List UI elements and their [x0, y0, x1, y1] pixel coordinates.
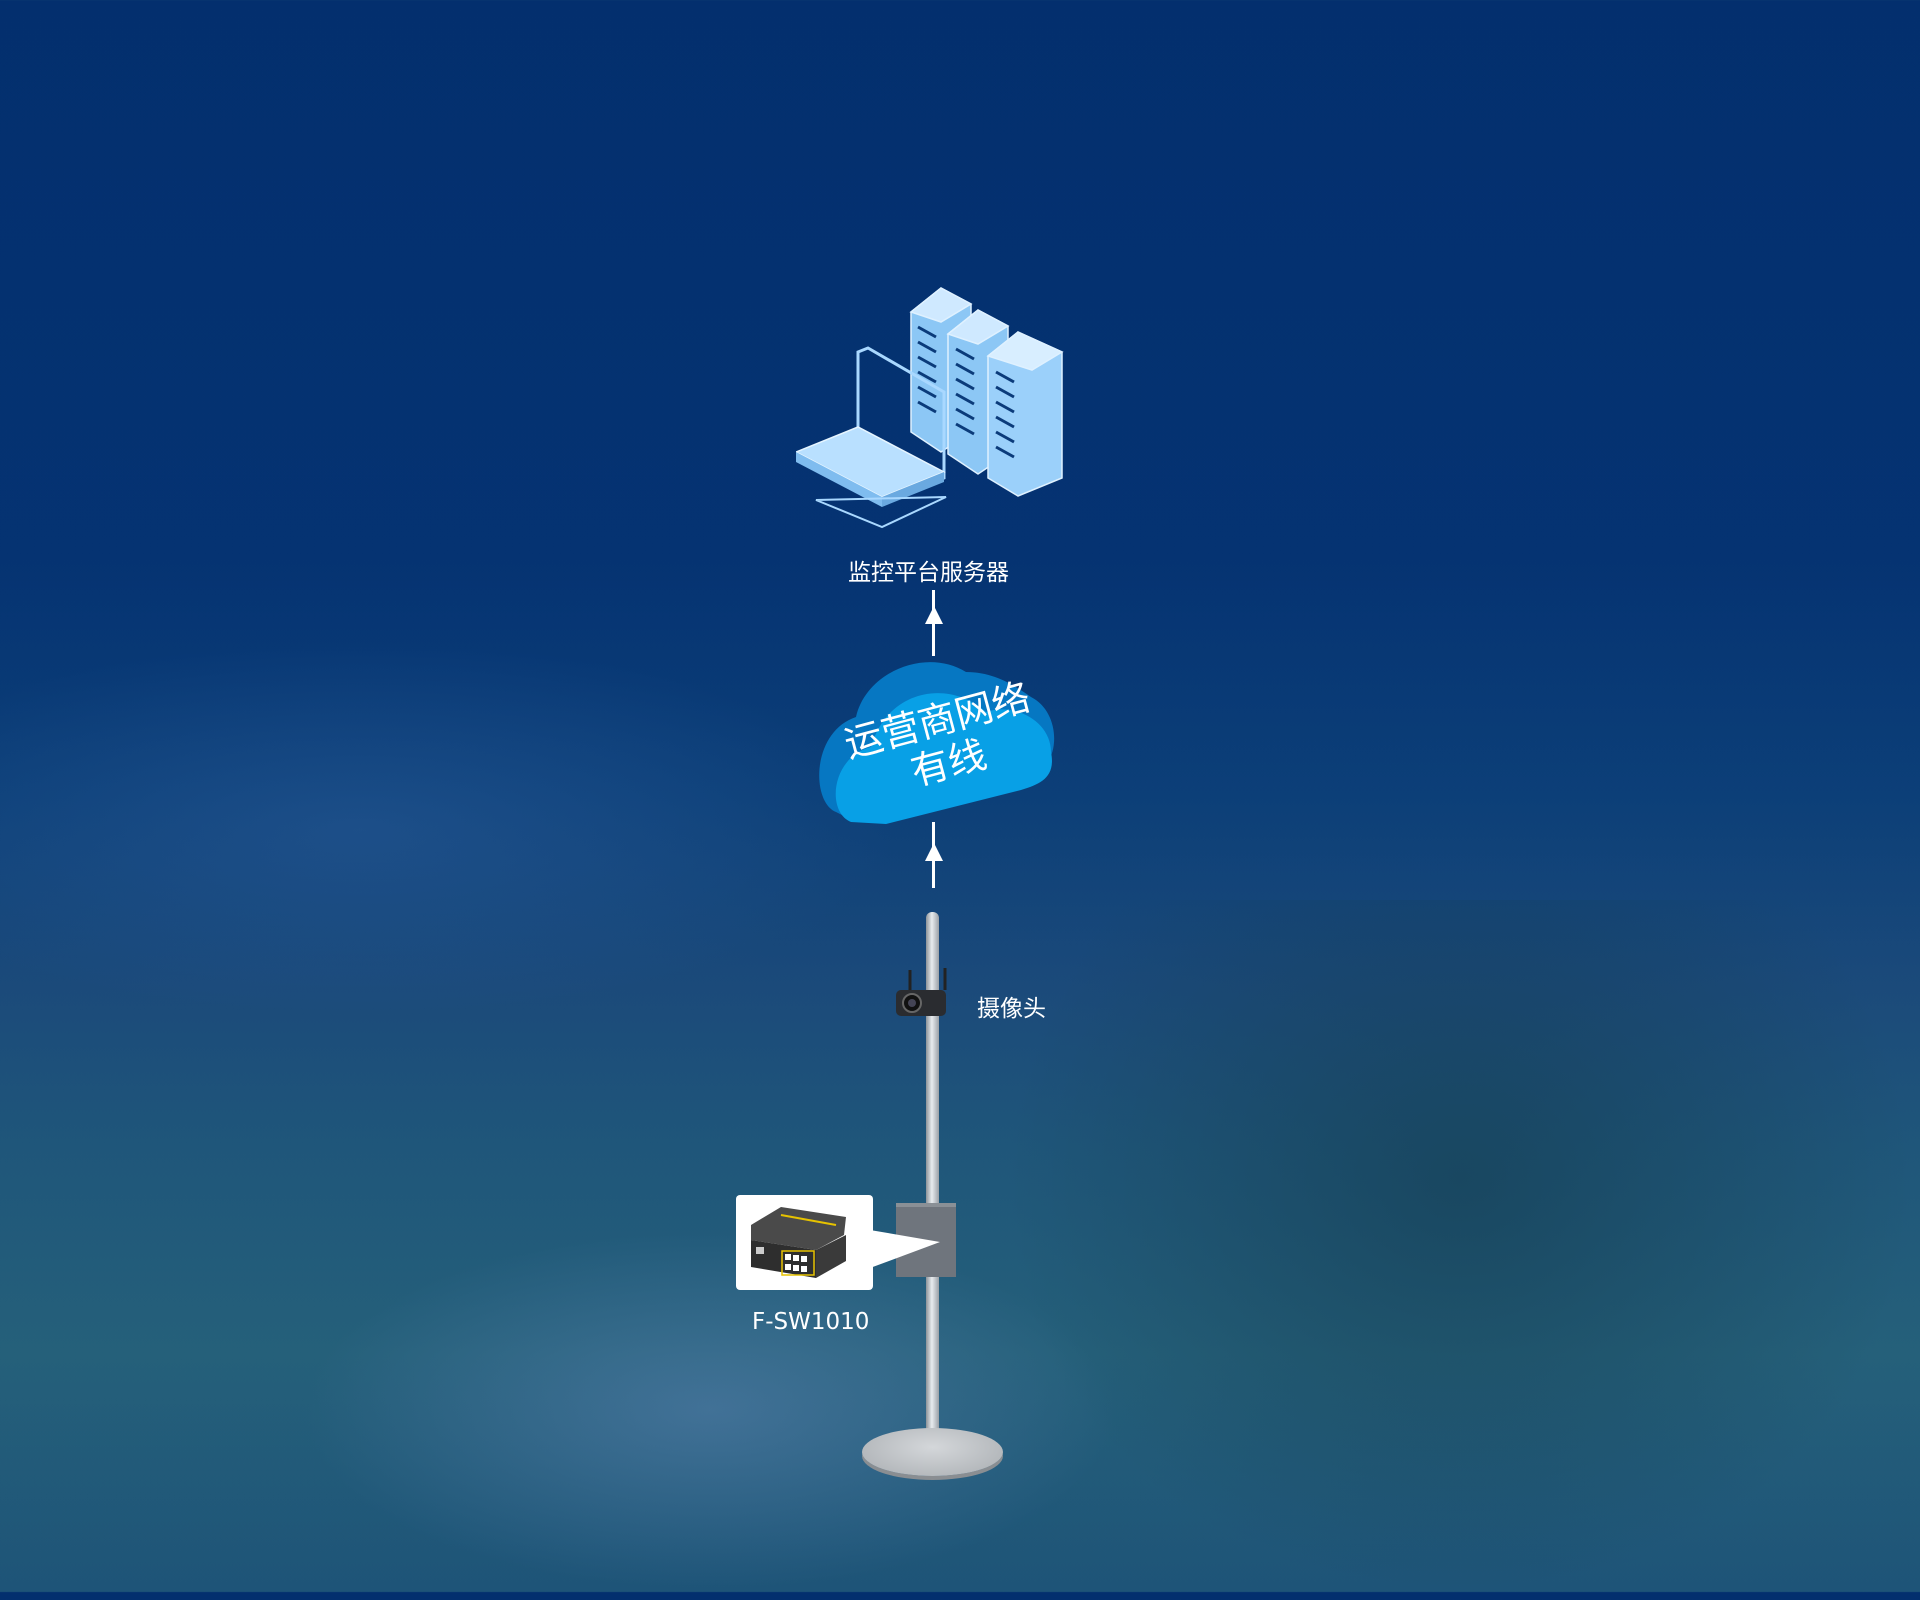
switch-device-icon — [751, 1207, 846, 1278]
background-sand-bunker — [300, 1230, 1120, 1590]
pole-base — [862, 1428, 1003, 1476]
camera-icon — [896, 968, 947, 1016]
cloud-icon — [819, 662, 1055, 824]
pole — [926, 912, 939, 1452]
callout-pointer — [870, 1230, 940, 1268]
background-trees — [1000, 900, 1920, 1600]
background-lake — [0, 640, 900, 1020]
camera-label: 摄像头 — [977, 996, 1046, 1022]
server-laptop-icon — [796, 287, 1064, 529]
arrow-up-icon — [925, 606, 943, 624]
server-label: 监控平台服务器 — [848, 560, 1009, 586]
arrow-up-icon — [925, 843, 943, 861]
switch-label: F-SW1010 — [752, 1309, 870, 1335]
switch-image — [736, 1195, 873, 1290]
